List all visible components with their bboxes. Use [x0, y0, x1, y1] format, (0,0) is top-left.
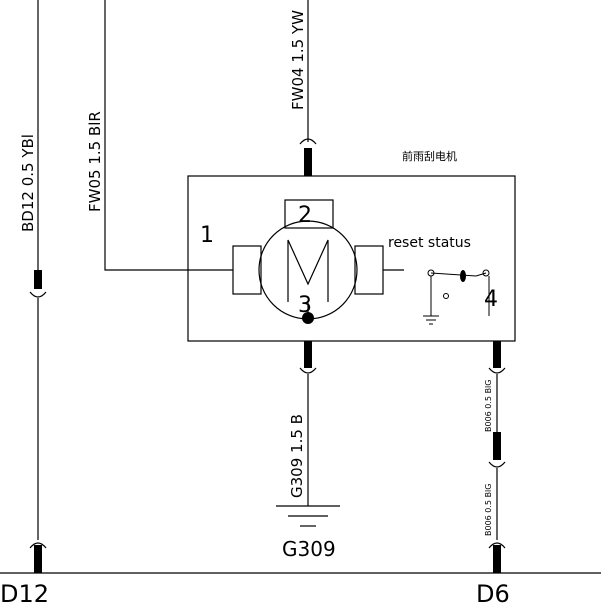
pin-label-3: 3	[298, 293, 312, 318]
ground-label: G309	[282, 537, 336, 561]
wire-label-fw04: FW04 1.5 YW	[289, 10, 307, 110]
wire-label-b006-lower: B006 0.5 BlG	[484, 484, 493, 536]
ground-icon	[276, 505, 340, 527]
wire-label-fw05: FW05 1.5 BlR	[86, 111, 104, 212]
connector-label-left: D12	[0, 580, 49, 604]
wire-g309[interactable]	[299, 341, 317, 506]
wire-label-b006-upper: B006 0.5 BlG	[484, 380, 493, 432]
wire-label-bd12: BD12 0.5 YBl	[19, 134, 37, 232]
motor-icon	[232, 199, 404, 324]
wiper-motor-box	[187, 175, 516, 342]
wire-fw05[interactable]	[104, 0, 233, 271]
reset-status-label: reset status	[388, 235, 471, 251]
wire-b006[interactable]	[488, 341, 506, 573]
wire-fw04[interactable]	[299, 0, 317, 176]
wire-bd12[interactable]	[29, 0, 47, 573]
pin-label-4: 4	[484, 287, 498, 312]
connector-label-right: D6	[476, 580, 510, 604]
pin-label-1: 1	[200, 223, 214, 248]
wire-label-g309: G309 1.5 B	[288, 414, 306, 498]
pin-label-2: 2	[298, 203, 312, 228]
component-title: 前雨刮电机	[402, 149, 457, 163]
reset-switch-icon	[423, 269, 490, 325]
